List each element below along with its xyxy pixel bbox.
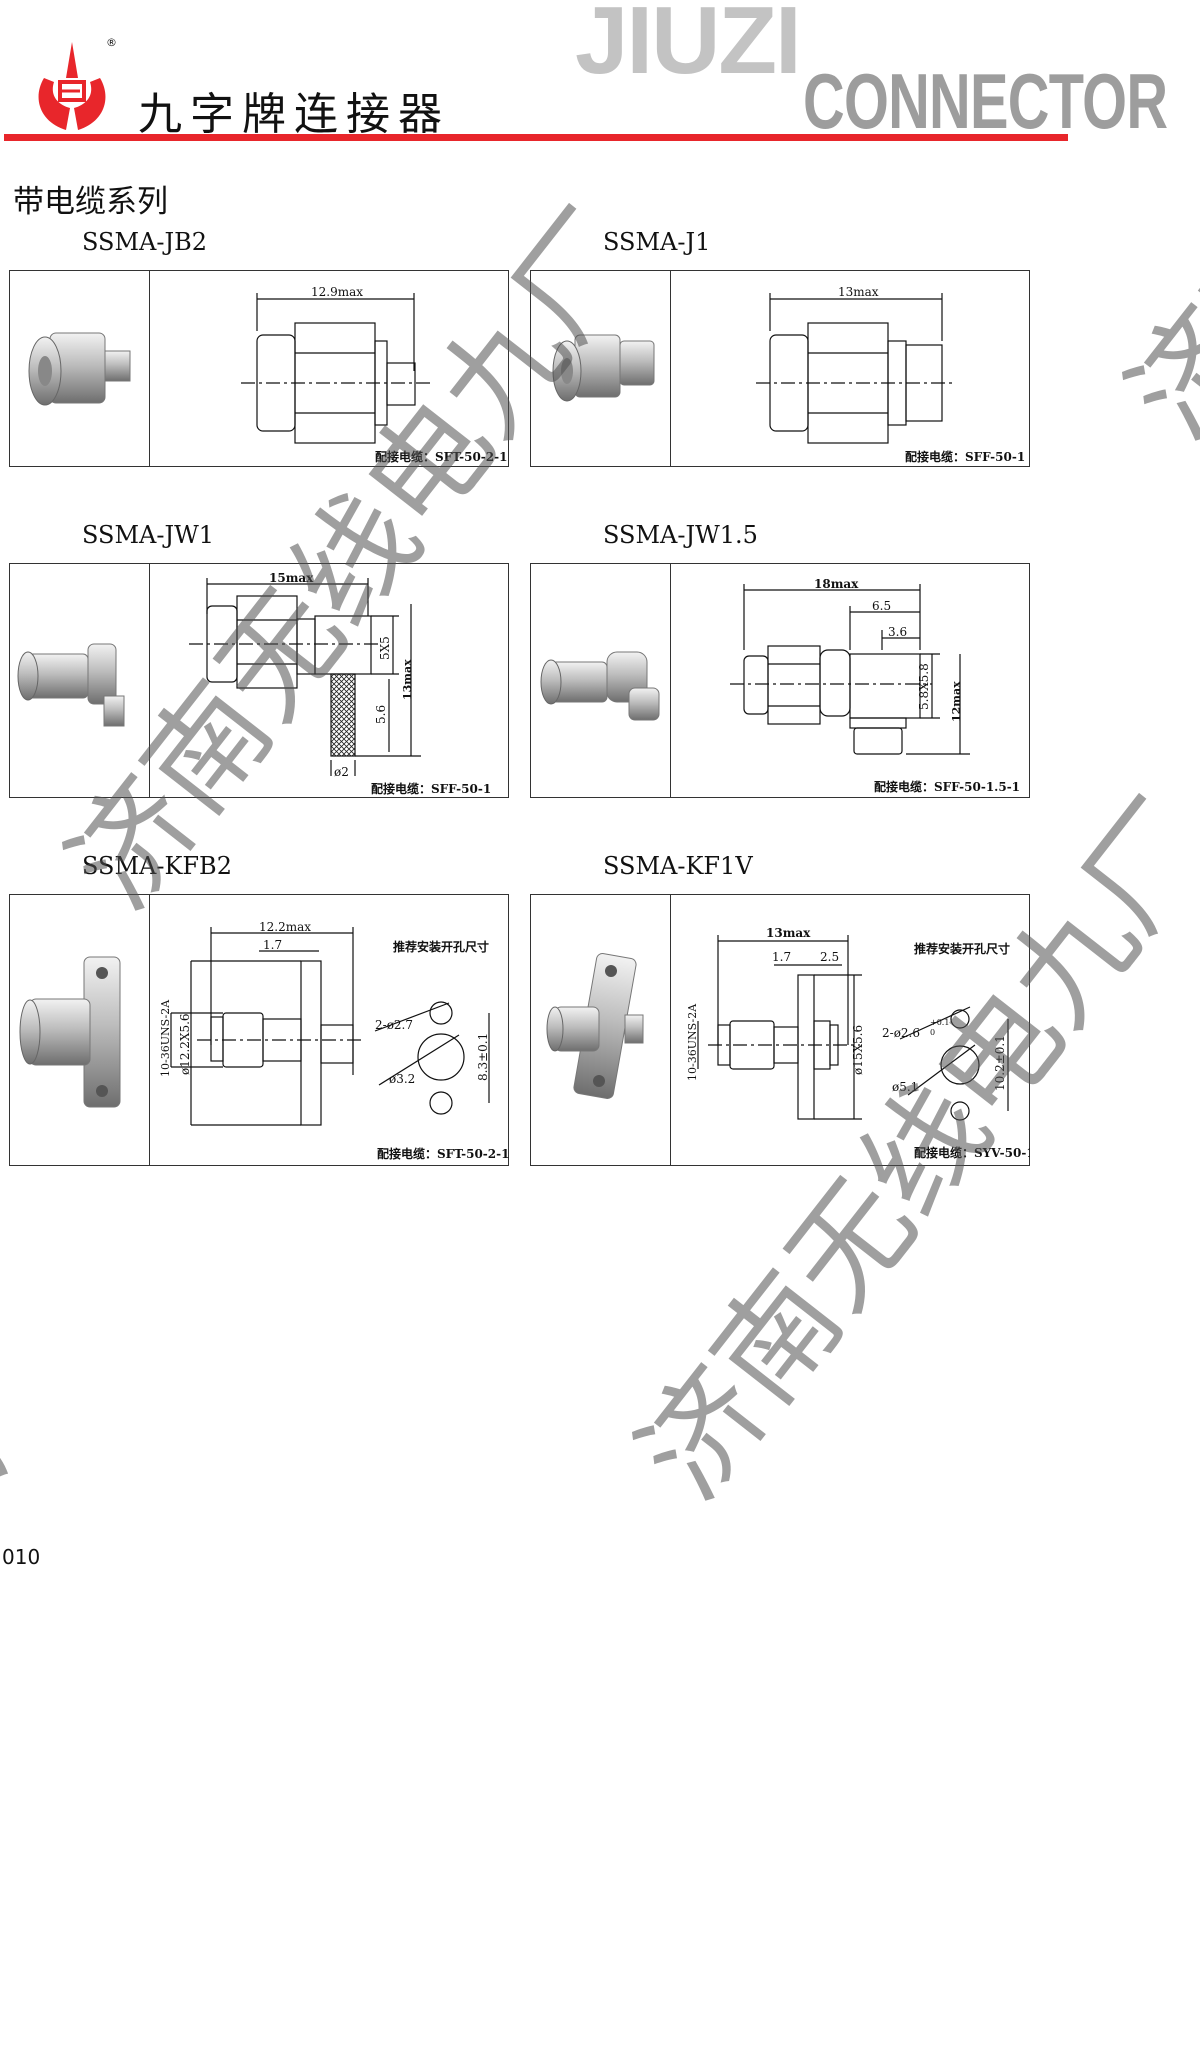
dimension-drawing: 15max 5X5 13max 5.6 ø2 配接电缆：SFF-50-1 [149,564,508,797]
svg-text:15max: 15max [269,571,314,585]
svg-text:配接电缆：SFT-50-2-1: 配接电缆：SFT-50-2-1 [375,449,507,464]
svg-text:1.7: 1.7 [772,950,791,964]
dimension-drawing: 18max 6.5 3.6 5.8X5.8 12max 配接电缆：SFF-50-… [670,564,1029,797]
svg-text:配接电缆：SFT-50-2-1: 配接电缆：SFT-50-2-1 [377,1146,509,1161]
svg-text:ø3.2: ø3.2 [389,1072,415,1086]
dimension-drawing: 13max 配接电缆：SFF-50-1 [670,271,1029,466]
product-title: SSMA-J1 [603,228,711,256]
svg-text:5.6: 5.6 [374,705,388,724]
svg-text:12.9max: 12.9max [311,285,363,299]
product-title: SSMA-JW1 [82,521,215,549]
svg-text:ø12.2X5.6: ø12.2X5.6 [178,1013,192,1075]
product-panel-ssma-j1: 13max 配接电缆：SFF-50-1 [530,270,1030,467]
watermark: 济南无线电九厂 [0,1315,90,2064]
svg-text:12.2max: 12.2max [259,920,311,934]
svg-text:配接电缆：SYV-50-1: 配接电缆：SYV-50-1 [914,1145,1030,1160]
svg-text:ø15X5.6: ø15X5.6 [851,1025,865,1075]
brand-name-jiuzi: JIUZI [575,0,802,94]
registered-mark: ® [106,36,117,49]
svg-text:配接电缆：SFF-50-1.5-1: 配接电缆：SFF-50-1.5-1 [874,779,1020,794]
svg-text:ø2: ø2 [334,765,349,779]
product-photo [10,564,150,797]
svg-text:5.8X5.8: 5.8X5.8 [917,663,931,710]
svg-text:推荐安装开孔尺寸: 推荐安装开孔尺寸 [393,939,489,954]
product-title: SSMA-KF1V [603,852,753,880]
product-panel-ssma-kf1v: 13max 1.7 2.5 10-36UNS-2A ø15X5.6 推荐安装开孔… [530,894,1035,1166]
svg-text:10.2±0.1: 10.2±0.1 [993,1035,1007,1091]
svg-text:2.5: 2.5 [820,950,839,964]
svg-text:1.7: 1.7 [263,938,282,952]
svg-text:8.3±0.1: 8.3±0.1 [476,1033,490,1081]
svg-text:6.5: 6.5 [872,599,891,613]
svg-text:2-ø2.7: 2-ø2.7 [375,1018,413,1032]
svg-text:18max: 18max [814,577,859,591]
svg-text:2-ø2.6: 2-ø2.6 [882,1026,920,1040]
dimension-drawing: 12.9max 配接电缆：SFT-50-2-1 [149,271,508,466]
section-title: 带电缆系列 [13,184,168,220]
page-number: 010 [2,1545,41,1569]
product-photo [531,271,671,466]
product-panel-ssma-jw1-5: 18max 6.5 3.6 5.8X5.8 12max 配接电缆：SFF-50-… [530,563,1030,798]
brand-name-cn: 九字牌连接器 [138,89,450,140]
svg-text:13max: 13max [838,285,879,299]
svg-text:0: 0 [930,1028,935,1037]
product-title: SSMA-KFB2 [82,852,232,880]
product-photo [531,564,671,797]
brand-logo: ® [30,36,117,132]
product-panel-ssma-jb2: 12.9max 配接电缆：SFT-50-2-1 [9,270,509,467]
product-panel-ssma-jw1: 15max 5X5 13max 5.6 ø2 配接电缆：SFF-50-1 [9,563,509,798]
svg-text:13max: 13max [401,659,414,700]
product-photo [10,271,150,466]
svg-text:3.6: 3.6 [888,625,907,639]
svg-text:配接电缆：SFF-50-1: 配接电缆：SFF-50-1 [371,781,491,796]
product-photo [531,895,671,1165]
svg-text:ø5.1: ø5.1 [892,1080,918,1094]
svg-text:10-36UNS-2A: 10-36UNS-2A [686,1003,699,1081]
svg-text:5X5: 5X5 [378,636,392,660]
svg-text:配接电缆：SFF-50-1: 配接电缆：SFF-50-1 [905,449,1025,464]
svg-text:13max: 13max [766,926,811,940]
svg-text:10-36UNS-2A: 10-36UNS-2A [159,999,172,1077]
product-title: SSMA-JB2 [82,228,208,256]
dimension-drawing: 12.2max 1.7 10-36UNS-2A ø12.2X5.6 推荐安装开孔… [149,895,509,1165]
brand-name-connector: CONNECTOR [803,57,1168,145]
product-panel-ssma-kfb2: 12.2max 1.7 10-36UNS-2A ø12.2X5.6 推荐安装开孔… [9,894,509,1166]
svg-text:12max: 12max [950,681,963,722]
product-title: SSMA-JW1.5 [603,521,758,549]
product-photo [10,895,150,1165]
svg-text:+0.1: +0.1 [930,1018,949,1027]
header-divider [4,134,1068,141]
dimension-drawing: 13max 1.7 2.5 10-36UNS-2A ø15X5.6 推荐安装开孔… [670,895,1035,1165]
svg-text:推荐安装开孔尺寸: 推荐安装开孔尺寸 [914,941,1010,956]
